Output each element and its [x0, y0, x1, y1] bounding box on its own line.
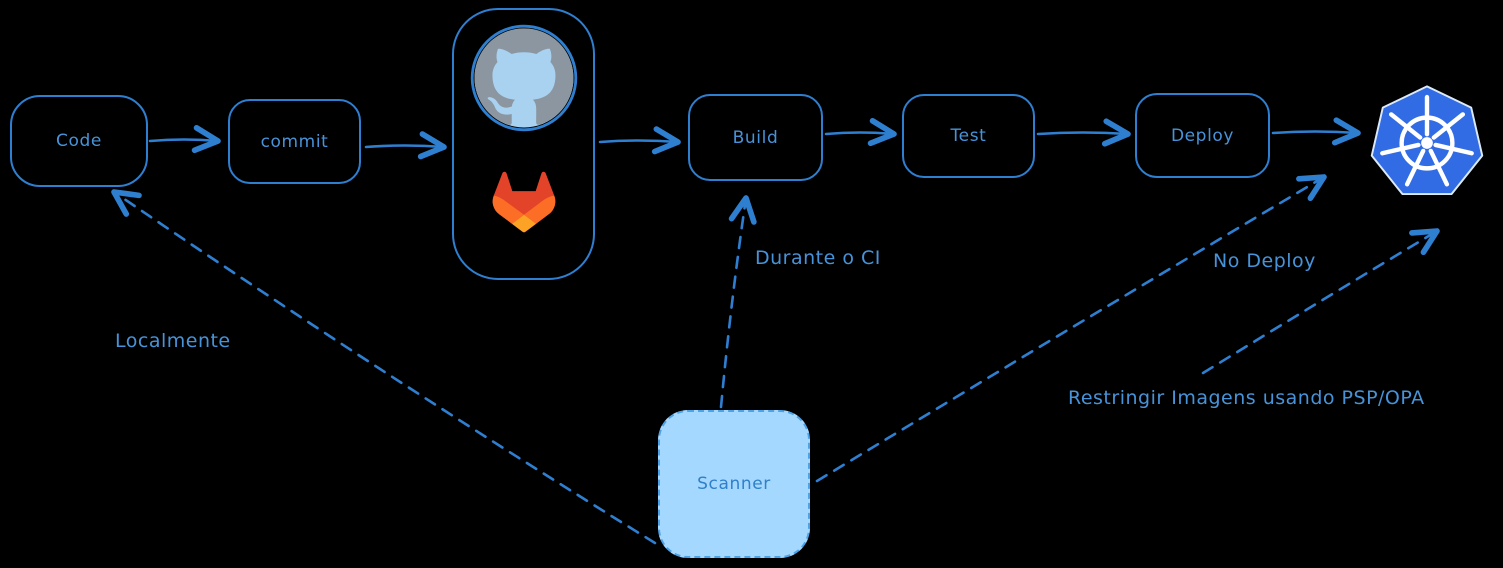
node-deploy-label: Deploy	[1170, 125, 1235, 146]
arrow-scanner-to-build	[719, 195, 757, 409]
node-scanner-label: Scanner	[697, 474, 771, 494]
gitlab-icon	[492, 171, 555, 233]
annotation-localmente: Localmente	[115, 330, 231, 352]
repo-hub-container	[452, 8, 595, 280]
arrow-repo-to-build	[598, 126, 681, 155]
node-scanner: Scanner	[658, 410, 810, 558]
arrow-build-to-test	[824, 117, 897, 147]
kubernetes-icon	[1370, 85, 1484, 196]
node-commit-label: commit	[260, 131, 329, 152]
node-test: Test	[902, 94, 1035, 178]
arrow-code-to-commit	[148, 124, 221, 154]
node-test-label: Test	[950, 126, 987, 146]
annotation-durante-o-ci: Durante o CI	[755, 247, 881, 269]
arrow-deploy-to-k8s	[1271, 117, 1361, 146]
node-deploy: Deploy	[1135, 93, 1270, 178]
annotation-no-deploy: No Deploy	[1213, 250, 1316, 272]
arrow-scanner-to-code	[111, 189, 657, 545]
node-code: Code	[10, 95, 148, 187]
node-build-label: Build	[732, 127, 779, 148]
arrow-commit-to-repo	[364, 131, 447, 160]
arrow-scanner-to-deploy	[815, 174, 1327, 483]
github-icon	[470, 24, 577, 132]
node-commit: commit	[228, 99, 361, 184]
node-code-label: Code	[56, 131, 102, 151]
arrow-test-to-deploy	[1036, 118, 1131, 147]
annotation-restringir-psp-opa: Restringir Imagens usando PSP/OPA	[1068, 387, 1425, 409]
arrow-psp-to-k8s	[1201, 228, 1440, 375]
node-build: Build	[688, 94, 823, 181]
